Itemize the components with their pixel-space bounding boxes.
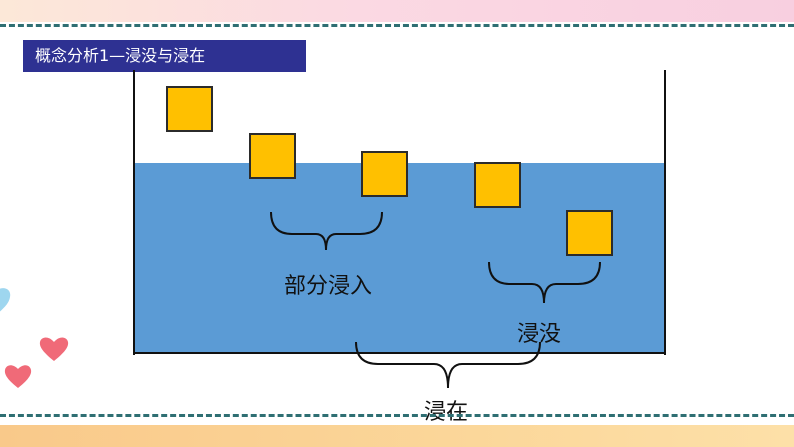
bottom-decorative-band — [0, 425, 794, 447]
brace-submerged — [488, 261, 601, 304]
heart-icon — [0, 288, 11, 312]
block-partial-2 — [361, 151, 408, 197]
block-floating-above — [166, 86, 213, 132]
brace-immersed — [355, 341, 541, 389]
container-left-wall — [133, 70, 135, 355]
slide-title: 概念分析1—浸没与浸在 — [23, 40, 306, 72]
label-immersed: 浸在 — [424, 400, 469, 425]
label-submerged: 浸没 — [517, 322, 562, 347]
block-partial-1 — [249, 133, 296, 179]
container-bottom — [133, 352, 666, 354]
brace-partial — [270, 211, 383, 251]
container-right-wall — [664, 70, 666, 355]
heart-icon — [39, 337, 69, 361]
block-submerged-1 — [474, 162, 521, 208]
top-decorative-band — [0, 0, 794, 22]
label-partial-immersion: 部分浸入 — [284, 274, 373, 299]
top-dashed-divider — [0, 24, 794, 27]
block-submerged-2 — [566, 210, 613, 256]
bottom-dashed-divider — [0, 414, 794, 417]
heart-icon — [4, 365, 32, 388]
